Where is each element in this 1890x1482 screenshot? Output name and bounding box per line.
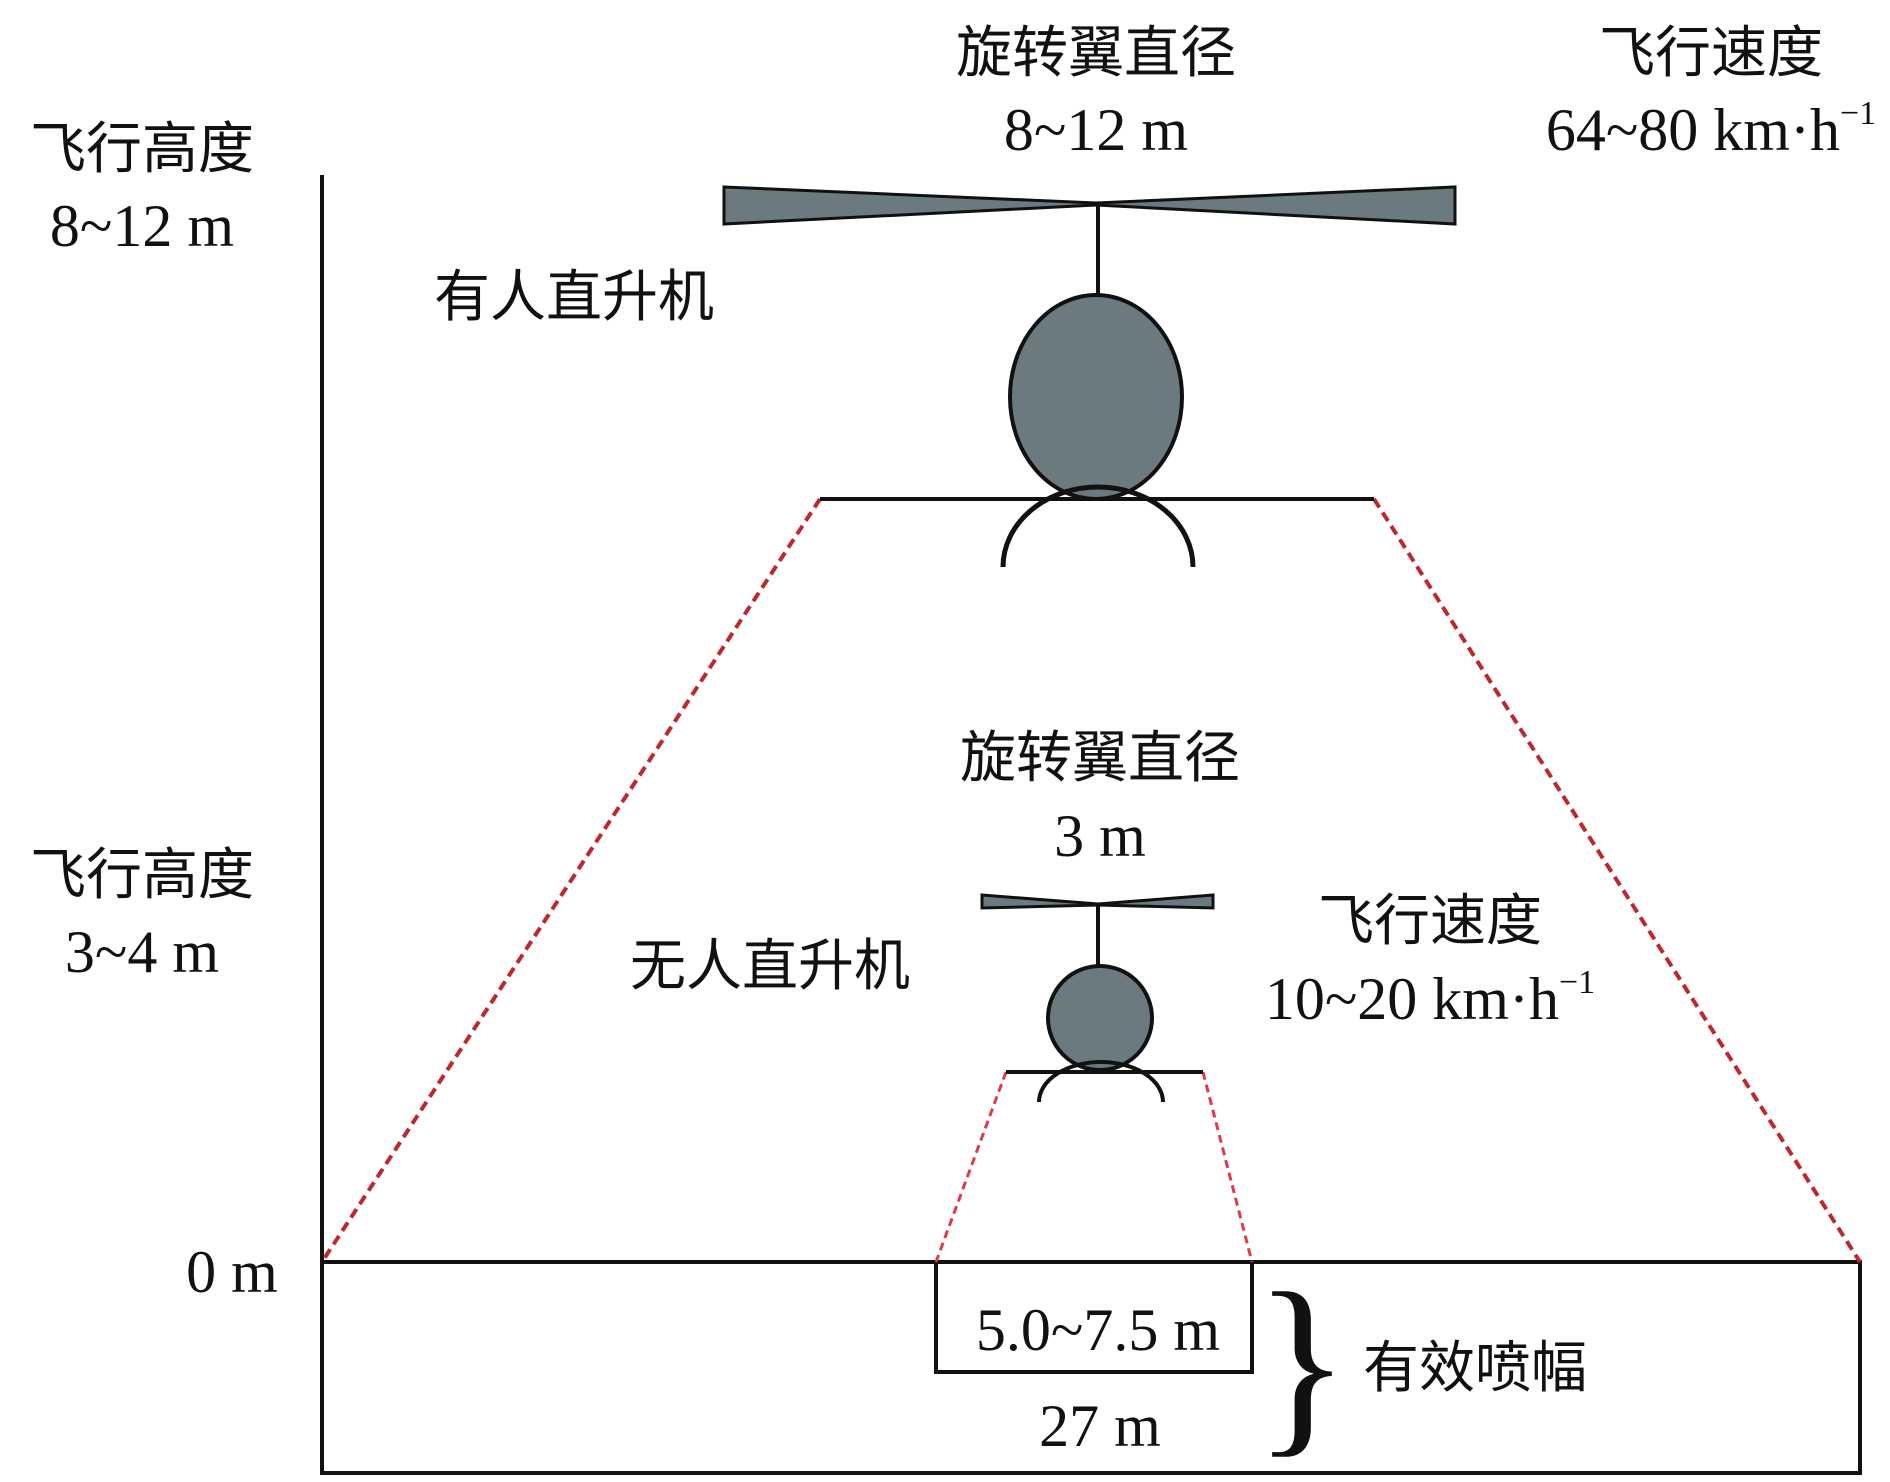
manned-rotor-value: 8~12 m [1004, 97, 1188, 163]
manned-speed-label: 飞行速度 [1599, 21, 1823, 86]
unmanned-rotor-label: 旋转翼直径 [960, 726, 1240, 791]
unmanned-altitude-label: 飞行高度 [30, 843, 254, 908]
unmanned-spray-edge-right [1201, 1071, 1254, 1263]
unmanned-landing-arc [1037, 1060, 1165, 1103]
manned-landing-arc [1000, 484, 1196, 568]
unmanned-spray-edge-left [934, 1071, 1008, 1263]
small-swath-box [934, 1262, 1254, 1374]
unmanned-rotor-value: 3 m [1054, 803, 1146, 869]
unmanned-fuselage [1046, 964, 1154, 1072]
manned-spray-edge-right [1372, 497, 1862, 1264]
unmanned-helicopter-name: 无人直升机 [630, 934, 910, 999]
ground-zero-label: 0 m [186, 1239, 278, 1305]
swath-brace: } [1254, 1253, 1350, 1474]
manned-speed-exponent: −1 [1840, 95, 1876, 132]
small-swath-value: 5.0~7.5 m [976, 1297, 1220, 1363]
unmanned-speed-exponent: −1 [1559, 964, 1595, 1001]
unmanned-helicopter [980, 893, 1215, 1103]
unmanned-speed-value-text: 10~20 km·h−1 [1265, 964, 1595, 1032]
unmanned-altitude-value: 3~4 m [65, 919, 219, 985]
manned-fuselage [1008, 293, 1184, 501]
manned-helicopter-name: 有人直升机 [434, 265, 714, 330]
effective-swath-label: 有效喷幅 [1363, 1336, 1587, 1401]
manned-altitude-value: 8~12 m [50, 193, 234, 259]
unmanned-rotor-blade [980, 893, 1215, 910]
manned-helicopter [722, 185, 1457, 568]
manned-spray-edge-left [320, 497, 822, 1264]
manned-speed-value: 64~80 km·h [1546, 97, 1840, 163]
ground-swath-box [320, 1260, 1862, 1475]
unmanned-speed-value: 10~20 km·h [1265, 966, 1559, 1032]
manned-speed-value-text: 64~80 km·h−1 [1546, 95, 1876, 163]
manned-altitude-label: 飞行高度 [30, 117, 254, 182]
unmanned-speed-label: 飞行速度 [1318, 889, 1542, 954]
manned-rotor-blade [722, 185, 1457, 226]
manned-rotor-label: 旋转翼直径 [956, 21, 1236, 86]
large-swath-value: 27 m [1039, 1393, 1161, 1459]
